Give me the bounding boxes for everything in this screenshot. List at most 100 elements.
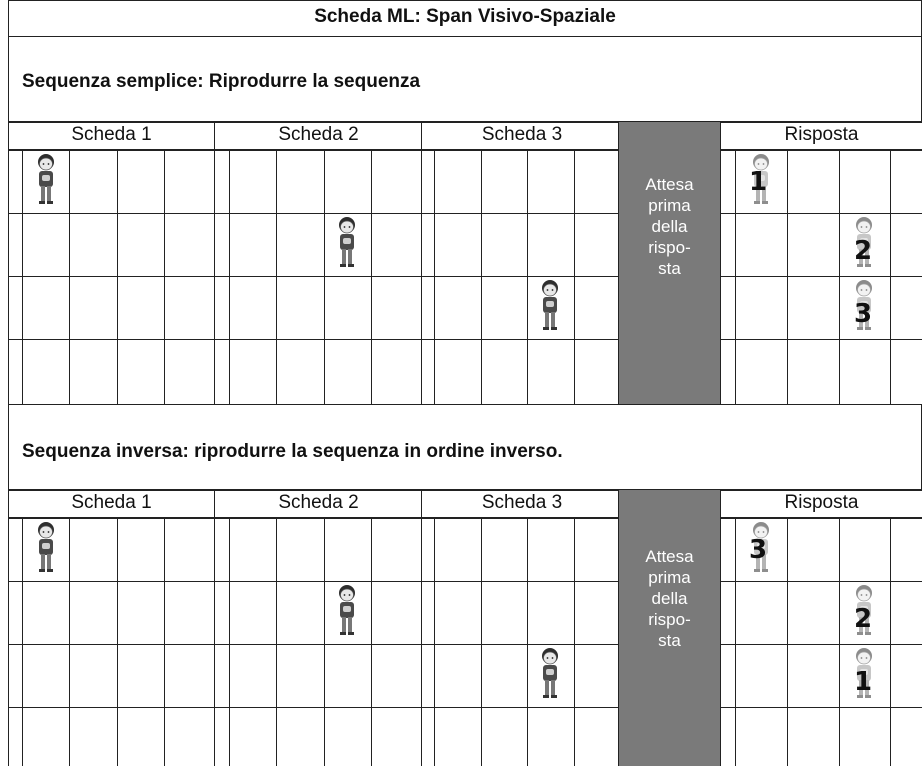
grid-line: [839, 518, 840, 766]
grid-line: [434, 150, 435, 404]
grid-line: [420, 518, 624, 519]
grid-line: [527, 150, 528, 404]
card-divider: [421, 490, 422, 766]
response-header: Risposta: [721, 490, 922, 518]
card-header-1: Scheda 1: [8, 122, 215, 150]
response-figure-icon: [850, 647, 878, 703]
wait-text-line: Attesa: [645, 175, 694, 194]
child-figure-icon: [32, 153, 60, 209]
grid-line: [8, 276, 215, 277]
response-figure-icon: [850, 216, 878, 272]
wait-text-line: rispo-: [648, 238, 691, 257]
grid-line: [721, 213, 922, 214]
grid-line: [721, 644, 922, 645]
grid-line: [721, 276, 922, 277]
grid-line: [721, 581, 922, 582]
grid-line: [420, 150, 624, 151]
child-figure-icon: [32, 521, 60, 577]
grid-line: [229, 518, 230, 766]
card-header-2: Scheda 2: [215, 122, 422, 150]
grid-line: [420, 644, 624, 645]
section-inverse-heading: Sequenza inversa: riprodurre la sequenza…: [22, 441, 563, 462]
page-title: Scheda ML: Span Visivo-Spaziale: [8, 0, 922, 36]
grid-line: [420, 707, 624, 708]
grid-line: [434, 518, 435, 766]
grid-line: [276, 150, 277, 404]
grid-line: [420, 276, 624, 277]
grid-line: [8, 707, 215, 708]
grid-line: [527, 518, 528, 766]
grid-line: [215, 707, 422, 708]
grid-line: [215, 518, 422, 519]
grid-line: [69, 518, 70, 766]
grid-line: [890, 518, 891, 766]
response-figure-icon: [747, 153, 775, 209]
child-figure-icon: [536, 279, 564, 335]
wait-text-line: Attesa: [645, 547, 694, 566]
response-figure-icon: [747, 521, 775, 577]
grid-line: [787, 518, 788, 766]
grid-line: [215, 644, 422, 645]
response-order-number: 3: [749, 535, 768, 565]
grid-line: [574, 150, 575, 404]
grid-line: [22, 150, 23, 404]
grid-line: [420, 213, 624, 214]
grid-line: [890, 150, 891, 404]
grid-line: [371, 518, 372, 766]
grid-line: [215, 339, 422, 340]
grid-line: [8, 339, 215, 340]
grid-line: [721, 339, 922, 340]
grid-line: [574, 518, 575, 766]
wait-text-line: della: [651, 589, 688, 608]
response-order-number: 2: [854, 604, 873, 634]
response-header: Risposta: [721, 122, 922, 150]
grid-line: [215, 213, 422, 214]
wait-panel: [618, 122, 721, 404]
grid-line: [8, 581, 215, 582]
grid-line: [22, 518, 23, 766]
grid-line: [215, 276, 422, 277]
grid-line: [164, 518, 165, 766]
section-left-border: [8, 490, 9, 766]
grid-line: [735, 150, 736, 404]
grid-line: [481, 150, 482, 404]
wait-panel: [618, 490, 721, 766]
wait-text-line: sta: [658, 259, 681, 278]
grid-line: [371, 150, 372, 404]
grid-line: [481, 518, 482, 766]
grid-line: [324, 518, 325, 766]
response-order-number: 2: [854, 236, 873, 266]
grid-line: [117, 150, 118, 404]
grid-line: [721, 518, 922, 519]
grid-line: [276, 518, 277, 766]
child-figure-icon: [536, 647, 564, 703]
card-header-1: Scheda 1: [8, 490, 215, 518]
grid-line: [324, 150, 325, 404]
response-order-number: 1: [854, 667, 873, 697]
response-figure-icon: [850, 584, 878, 640]
card-divider: [421, 122, 422, 404]
grid-line: [69, 150, 70, 404]
grid-line: [8, 150, 215, 151]
grid-line: [215, 150, 422, 151]
card-header-3: Scheda 3: [420, 122, 624, 150]
card-divider: [214, 490, 215, 766]
wait-text-line: prima: [648, 196, 691, 215]
grid-line: [8, 213, 215, 214]
grid-line: [721, 150, 922, 151]
response-order-number: 3: [854, 299, 873, 329]
grid-line: [735, 518, 736, 766]
section-simple-heading: Sequenza semplice: Riprodurre la sequenz…: [22, 71, 421, 92]
wait-text-line: sta: [658, 631, 681, 650]
grid-line: [8, 644, 215, 645]
section-top-border: [8, 122, 922, 123]
grid-line: [8, 518, 215, 519]
grid-line: [721, 707, 922, 708]
grid-line: [229, 150, 230, 404]
grid-line: [420, 581, 624, 582]
section-top-border: [8, 490, 922, 491]
